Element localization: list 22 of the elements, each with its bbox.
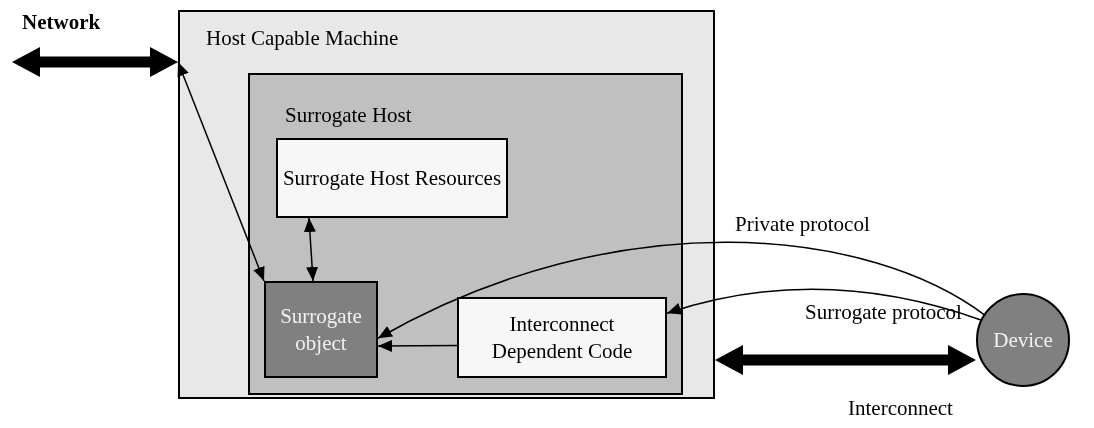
node-label: Surrogate Host Resources	[281, 164, 503, 192]
machine-box	[178, 10, 715, 399]
node-label: Surrogate Host	[285, 103, 412, 128]
edge-label: Private protocol	[735, 212, 870, 237]
arrow	[303, 217, 319, 282]
node-label: Surrogate object	[279, 303, 363, 356]
node-label: Device	[992, 326, 1054, 354]
arrow	[377, 339, 458, 352]
arrow	[666, 288, 983, 321]
code-box	[457, 297, 667, 378]
edge-label: Interconnect	[848, 396, 953, 421]
double-arrow	[12, 47, 178, 77]
arrow	[177, 61, 265, 282]
object-box	[264, 281, 378, 378]
double-arrow	[715, 345, 976, 375]
node-label: Host Capable Machine	[206, 26, 399, 51]
host-box	[248, 73, 683, 395]
arrow	[377, 241, 987, 339]
resources-box	[276, 138, 508, 218]
edge-label: Surrogate protocol	[805, 300, 962, 325]
node-label: Interconnect Dependent Code	[490, 311, 634, 364]
edge-label: Network	[22, 10, 101, 35]
